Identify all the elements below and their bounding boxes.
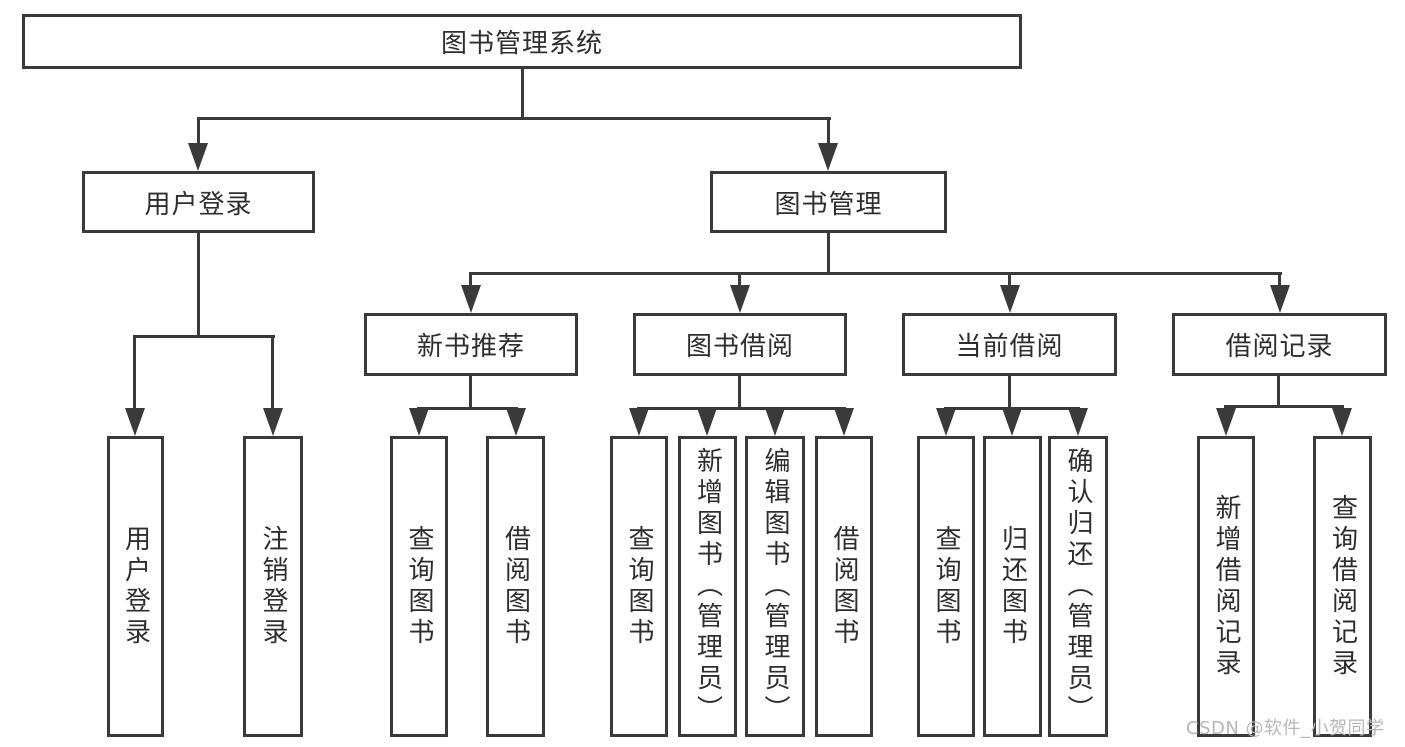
connector-line: [133, 335, 136, 413]
connector-line: [827, 233, 830, 273]
leaf-query-books-recommend: 查询图书: [390, 436, 448, 737]
arrowhead: [834, 408, 854, 436]
leaf-borrow-books: 借阅图书: [815, 436, 873, 737]
arrowhead: [188, 143, 208, 171]
arrowhead: [936, 408, 956, 436]
leaf-add-borrow-record: 新增借阅记录: [1197, 436, 1255, 737]
leaf-label: 借阅图书: [829, 524, 859, 649]
arrowhead: [1332, 408, 1352, 436]
leaf-confirm-return-admin: 确认归还（管理员）: [1048, 436, 1108, 737]
arrowhead: [1000, 285, 1020, 313]
connector-line: [1277, 376, 1280, 407]
leaf-label: 查询图书: [404, 524, 434, 649]
leaf-logout: 注销登录: [243, 436, 303, 737]
csdn-watermark: CSDN @软件_小贺同学: [1186, 718, 1385, 739]
connector-line: [197, 233, 200, 336]
arrowhead: [629, 408, 649, 436]
connector-line: [637, 407, 846, 410]
arrowhead: [506, 408, 526, 436]
connector-line: [133, 335, 275, 338]
node-root: 图书管理系统: [22, 14, 1022, 69]
leaf-label: 查询借阅记录: [1327, 493, 1358, 680]
arrowhead: [765, 408, 785, 436]
connector-line: [1224, 405, 1344, 408]
connector-line: [1008, 272, 1011, 290]
arrowhead: [1270, 285, 1290, 313]
leaf-query-books-current: 查询图书: [917, 436, 975, 737]
leaf-user-login: 用户登录: [107, 436, 164, 737]
arrowhead: [263, 408, 283, 436]
arrowhead: [409, 408, 429, 436]
leaf-label: 查询图书: [931, 524, 961, 649]
connector-line: [827, 117, 830, 147]
connector-line: [417, 407, 518, 410]
leaf-borrow-books-recommend: 借阅图书: [486, 436, 545, 737]
connector-line: [197, 117, 200, 147]
connector-line: [271, 335, 274, 413]
leaf-label: 查询图书: [624, 524, 654, 649]
arrowhead: [818, 143, 838, 171]
leaf-query-borrow-record: 查询借阅记录: [1313, 436, 1372, 737]
leaf-user-login-label: 用户登录: [120, 524, 151, 649]
arrowhead: [730, 285, 750, 313]
arrowhead: [1002, 408, 1022, 436]
connector-line: [469, 376, 472, 409]
connector-line: [469, 272, 1282, 275]
leaf-label: 新增借阅记录: [1211, 493, 1241, 680]
node-book-borrowing: 图书借阅: [633, 313, 847, 376]
connector-line: [1008, 376, 1011, 409]
node-current-borrowing: 当前借阅: [902, 313, 1117, 376]
connector-line: [197, 117, 831, 120]
arrowhead: [697, 408, 717, 436]
leaf-label: 归还图书: [997, 524, 1028, 649]
leaf-add-books-admin: 新增图书（管理员）: [678, 436, 737, 737]
arrowhead: [1068, 408, 1088, 436]
leaf-return-books: 归还图书: [983, 436, 1042, 737]
leaf-label: 借阅图书: [500, 524, 531, 649]
leaf-edit-books-admin: 编辑图书（管理员）: [745, 436, 805, 737]
arrowhead: [125, 408, 145, 436]
leaf-query-books-borrowing: 查询图书: [610, 436, 668, 737]
connector-line: [738, 376, 741, 409]
connector-line: [469, 272, 472, 290]
node-borrowing-records: 借阅记录: [1172, 313, 1387, 376]
connector-line: [521, 69, 524, 118]
connector-line: [738, 272, 741, 290]
node-new-book-recommendation: 新书推荐: [364, 313, 578, 376]
connector-line: [1278, 272, 1281, 290]
leaf-label: 编辑图书（管理员）: [760, 447, 790, 726]
node-user-login: 用户登录: [82, 171, 315, 233]
leaf-label: 确认归还（管理员）: [1063, 447, 1093, 726]
node-book-management: 图书管理: [710, 171, 947, 233]
leaf-logout-label: 注销登录: [258, 524, 288, 649]
arrowhead: [1216, 408, 1236, 436]
arrowhead: [461, 285, 481, 313]
leaf-label: 新增图书（管理员）: [692, 447, 723, 726]
